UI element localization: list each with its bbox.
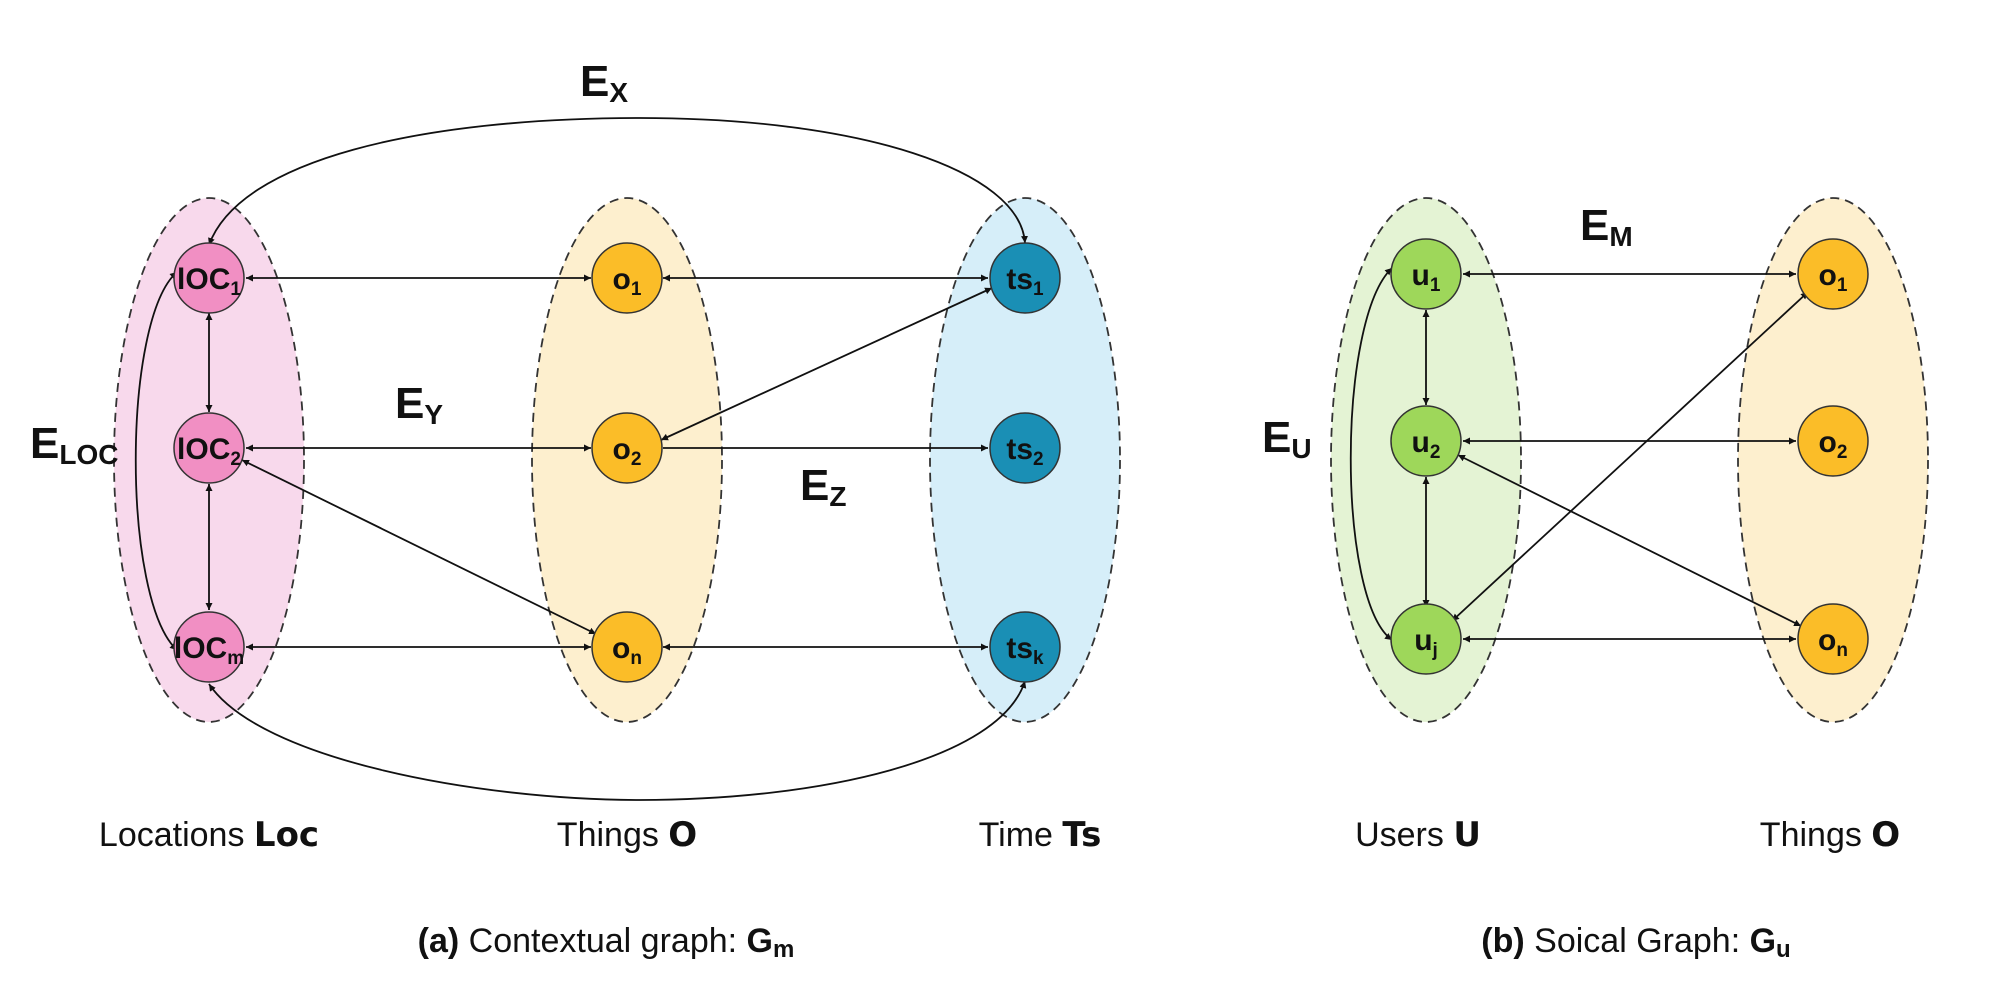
node-on-b[interactable]: on (1797, 603, 1869, 675)
node-o2-a-sub: 2 (631, 449, 642, 470)
svg-text:uj: uj (1414, 624, 1438, 661)
svg-text:lOCm: lOCm (174, 632, 244, 669)
edge-label-eu: EU (1262, 413, 1312, 464)
edge-loc2-on (241, 459, 597, 635)
node-on-b-sub: n (1836, 640, 1848, 661)
edge-label-eloc: ELOC (30, 419, 118, 470)
group-label-time: Time Ts (979, 815, 1102, 855)
node-o1-a[interactable]: o1 (591, 242, 663, 314)
node-locm[interactable]: lOCm (173, 611, 245, 683)
caption-b: (b) Soical Graph: Gu (1481, 922, 1790, 963)
node-on-b-label: o (1818, 624, 1836, 657)
node-o1-b[interactable]: o1 (1797, 238, 1869, 310)
graph-b: u1 u2 uj o1 o2 on EM EU Users U Things O… (1262, 197, 1929, 963)
group-label-users: Users U (1355, 815, 1481, 855)
node-o2-b[interactable]: o2 (1797, 405, 1869, 477)
node-o1-b-sub: 1 (1837, 275, 1848, 296)
node-ts2-sub: 2 (1033, 449, 1044, 470)
svg-text:u1: u1 (1412, 259, 1441, 296)
node-loc2-label: lOC (177, 433, 230, 466)
svg-text:ts2: ts2 (1006, 433, 1043, 470)
node-loc2[interactable]: lOC2 (173, 412, 245, 484)
node-locm-sub: m (227, 648, 244, 669)
edges-b (1349, 267, 1809, 643)
svg-text:ts1: ts1 (1006, 263, 1044, 300)
group-label-things-a: Things O (557, 815, 697, 855)
svg-text:o2: o2 (1819, 426, 1848, 463)
edges-a (134, 117, 1028, 801)
svg-text:tsk: tsk (1006, 632, 1044, 669)
node-o2-a[interactable]: o2 (591, 412, 663, 484)
node-uj-label: u (1414, 624, 1432, 657)
node-u1-sub: 1 (1430, 275, 1441, 296)
node-ts2[interactable]: ts2 (989, 412, 1061, 484)
svg-text:lOC1: lOC1 (177, 263, 241, 300)
node-loc1[interactable]: lOC1 (173, 242, 245, 314)
node-u1[interactable]: u1 (1390, 238, 1462, 310)
node-o1-b-label: o (1819, 259, 1837, 292)
svg-text:o1: o1 (1819, 259, 1848, 296)
node-uj-sub: j (1432, 640, 1438, 661)
node-tsk[interactable]: tsk (989, 611, 1061, 683)
node-o1-a-sub: 1 (631, 279, 642, 300)
svg-text:u2: u2 (1412, 426, 1441, 463)
edge-label-em: EM (1580, 201, 1633, 252)
node-on-a[interactable]: on (591, 611, 663, 683)
node-u2[interactable]: u2 (1390, 405, 1462, 477)
svg-text:o1: o1 (613, 263, 642, 300)
edge-u2-on (1457, 454, 1802, 627)
caption-a: (a) Contextual graph: Gm (418, 922, 795, 963)
svg-text:o2: o2 (613, 433, 642, 470)
node-on-a-sub: n (630, 648, 642, 669)
node-o2-b-label: o (1819, 426, 1837, 459)
edge-label-ez: EZ (800, 461, 846, 512)
node-loc2-sub: 2 (230, 449, 241, 470)
svg-text:lOC2: lOC2 (177, 433, 241, 470)
node-tsk-label: ts (1006, 632, 1033, 665)
group-label-things-b: Things O (1760, 815, 1900, 855)
graph-a: lOC1 lOC2 lOCm o1 o2 on ts1 ts2 (30, 57, 1121, 963)
node-on-a-label: o (612, 632, 630, 665)
svg-text:on: on (612, 632, 642, 669)
node-o2-a-label: o (613, 433, 631, 466)
edge-loc1-locm-loop (134, 271, 178, 651)
node-ts1-sub: 1 (1033, 279, 1044, 300)
node-o2-b-sub: 2 (1837, 442, 1848, 463)
node-tsk-sub: k (1033, 648, 1044, 669)
node-u2-label: u (1412, 426, 1430, 459)
node-u2-sub: 2 (1430, 442, 1441, 463)
edge-loc1-ts1 (208, 117, 1028, 246)
node-uj[interactable]: uj (1390, 603, 1462, 675)
edge-label-ex: EX (580, 57, 628, 108)
node-locm-label: lOC (174, 632, 227, 665)
node-ts1-label: ts (1006, 263, 1033, 296)
node-o1-a-label: o (613, 263, 631, 296)
node-u1-label: u (1412, 259, 1430, 292)
edge-label-ey: EY (395, 379, 443, 430)
svg-text:on: on (1818, 624, 1848, 661)
node-ts2-label: ts (1006, 433, 1033, 466)
edge-u1-uj-loop (1349, 267, 1393, 641)
node-ts1[interactable]: ts1 (989, 242, 1061, 314)
edge-locm-tsk (208, 680, 1027, 801)
node-loc1-label: lOC (177, 263, 230, 296)
group-label-locations: Locations Loc (99, 815, 319, 855)
edge-o2-ts1 (660, 287, 993, 441)
node-loc1-sub: 1 (230, 279, 241, 300)
